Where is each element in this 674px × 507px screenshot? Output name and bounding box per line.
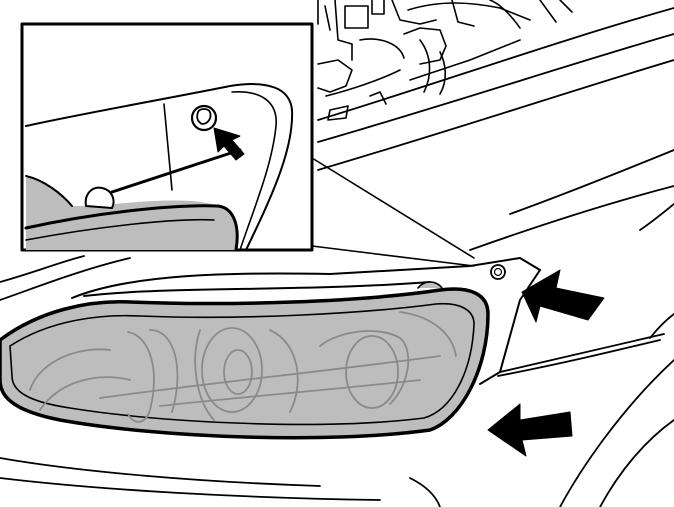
upper-fastening-arrow	[521, 269, 605, 323]
arrow-left-icon	[487, 403, 573, 457]
headlight-assembly	[0, 257, 541, 440]
engine-bay-detail	[317, 0, 573, 121]
headlight-reflectors	[29, 311, 457, 423]
arrow-up-left-icon	[213, 127, 245, 161]
magnify-detail-icon	[20, 22, 314, 252]
callout-leader-lines	[311, 157, 475, 267]
lower-fastening-arrow	[487, 403, 573, 457]
headlight-lens	[0, 287, 490, 440]
body-panel-lines	[0, 7, 674, 507]
arrow-left-icon	[521, 269, 605, 323]
detail-pointer-arrow	[213, 127, 245, 161]
